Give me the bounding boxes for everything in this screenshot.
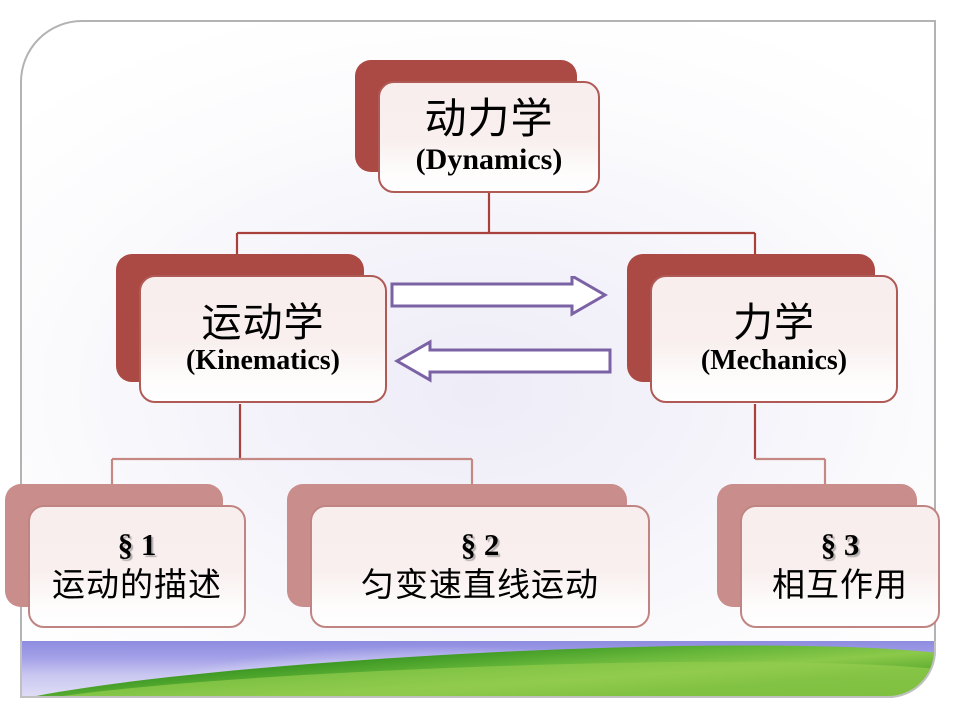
node-card: § 1 运动的描述: [28, 505, 246, 628]
section-1-title: 运动的描述: [52, 568, 222, 605]
node-mechanics-en: (Mechanics): [700, 345, 848, 377]
node-dynamics-en: (Dynamics): [415, 143, 563, 177]
node-card: 动力学 (Dynamics): [378, 81, 600, 193]
node-card: 运动学 (Kinematics): [139, 275, 387, 403]
node-kinematics[interactable]: 运动学 (Kinematics): [116, 254, 387, 403]
node-card: 力学 (Mechanics): [650, 275, 898, 403]
section-3-marker: § 3: [820, 526, 860, 562]
section-2-title: 匀变速直线运动: [361, 568, 599, 605]
section-3-title: 相互作用: [772, 568, 908, 605]
node-section-2[interactable]: § 2 匀变速直线运动: [287, 484, 650, 628]
section-1-marker: § 1: [117, 526, 157, 562]
node-dynamics[interactable]: 动力学 (Dynamics): [355, 60, 600, 193]
arrow-left-icon: [393, 339, 612, 383]
section-2-marker: § 2: [460, 526, 500, 562]
arrow-right-icon: [390, 276, 609, 317]
node-kinematics-en: (Kinematics): [186, 345, 340, 377]
node-dynamics-cn: 动力学: [424, 97, 554, 144]
landscape-photo: [20, 641, 936, 698]
node-mechanics-cn: 力学: [733, 300, 815, 346]
node-section-1[interactable]: § 1 运动的描述: [5, 484, 246, 628]
node-section-3[interactable]: § 3 相互作用: [717, 484, 940, 628]
node-kinematics-cn: 运动学: [201, 300, 325, 346]
node-mechanics[interactable]: 力学 (Mechanics): [627, 254, 898, 403]
node-card: § 2 匀变速直线运动: [310, 505, 650, 628]
node-card: § 3 相互作用: [740, 505, 940, 628]
bidirectional-arrows: [390, 276, 612, 383]
